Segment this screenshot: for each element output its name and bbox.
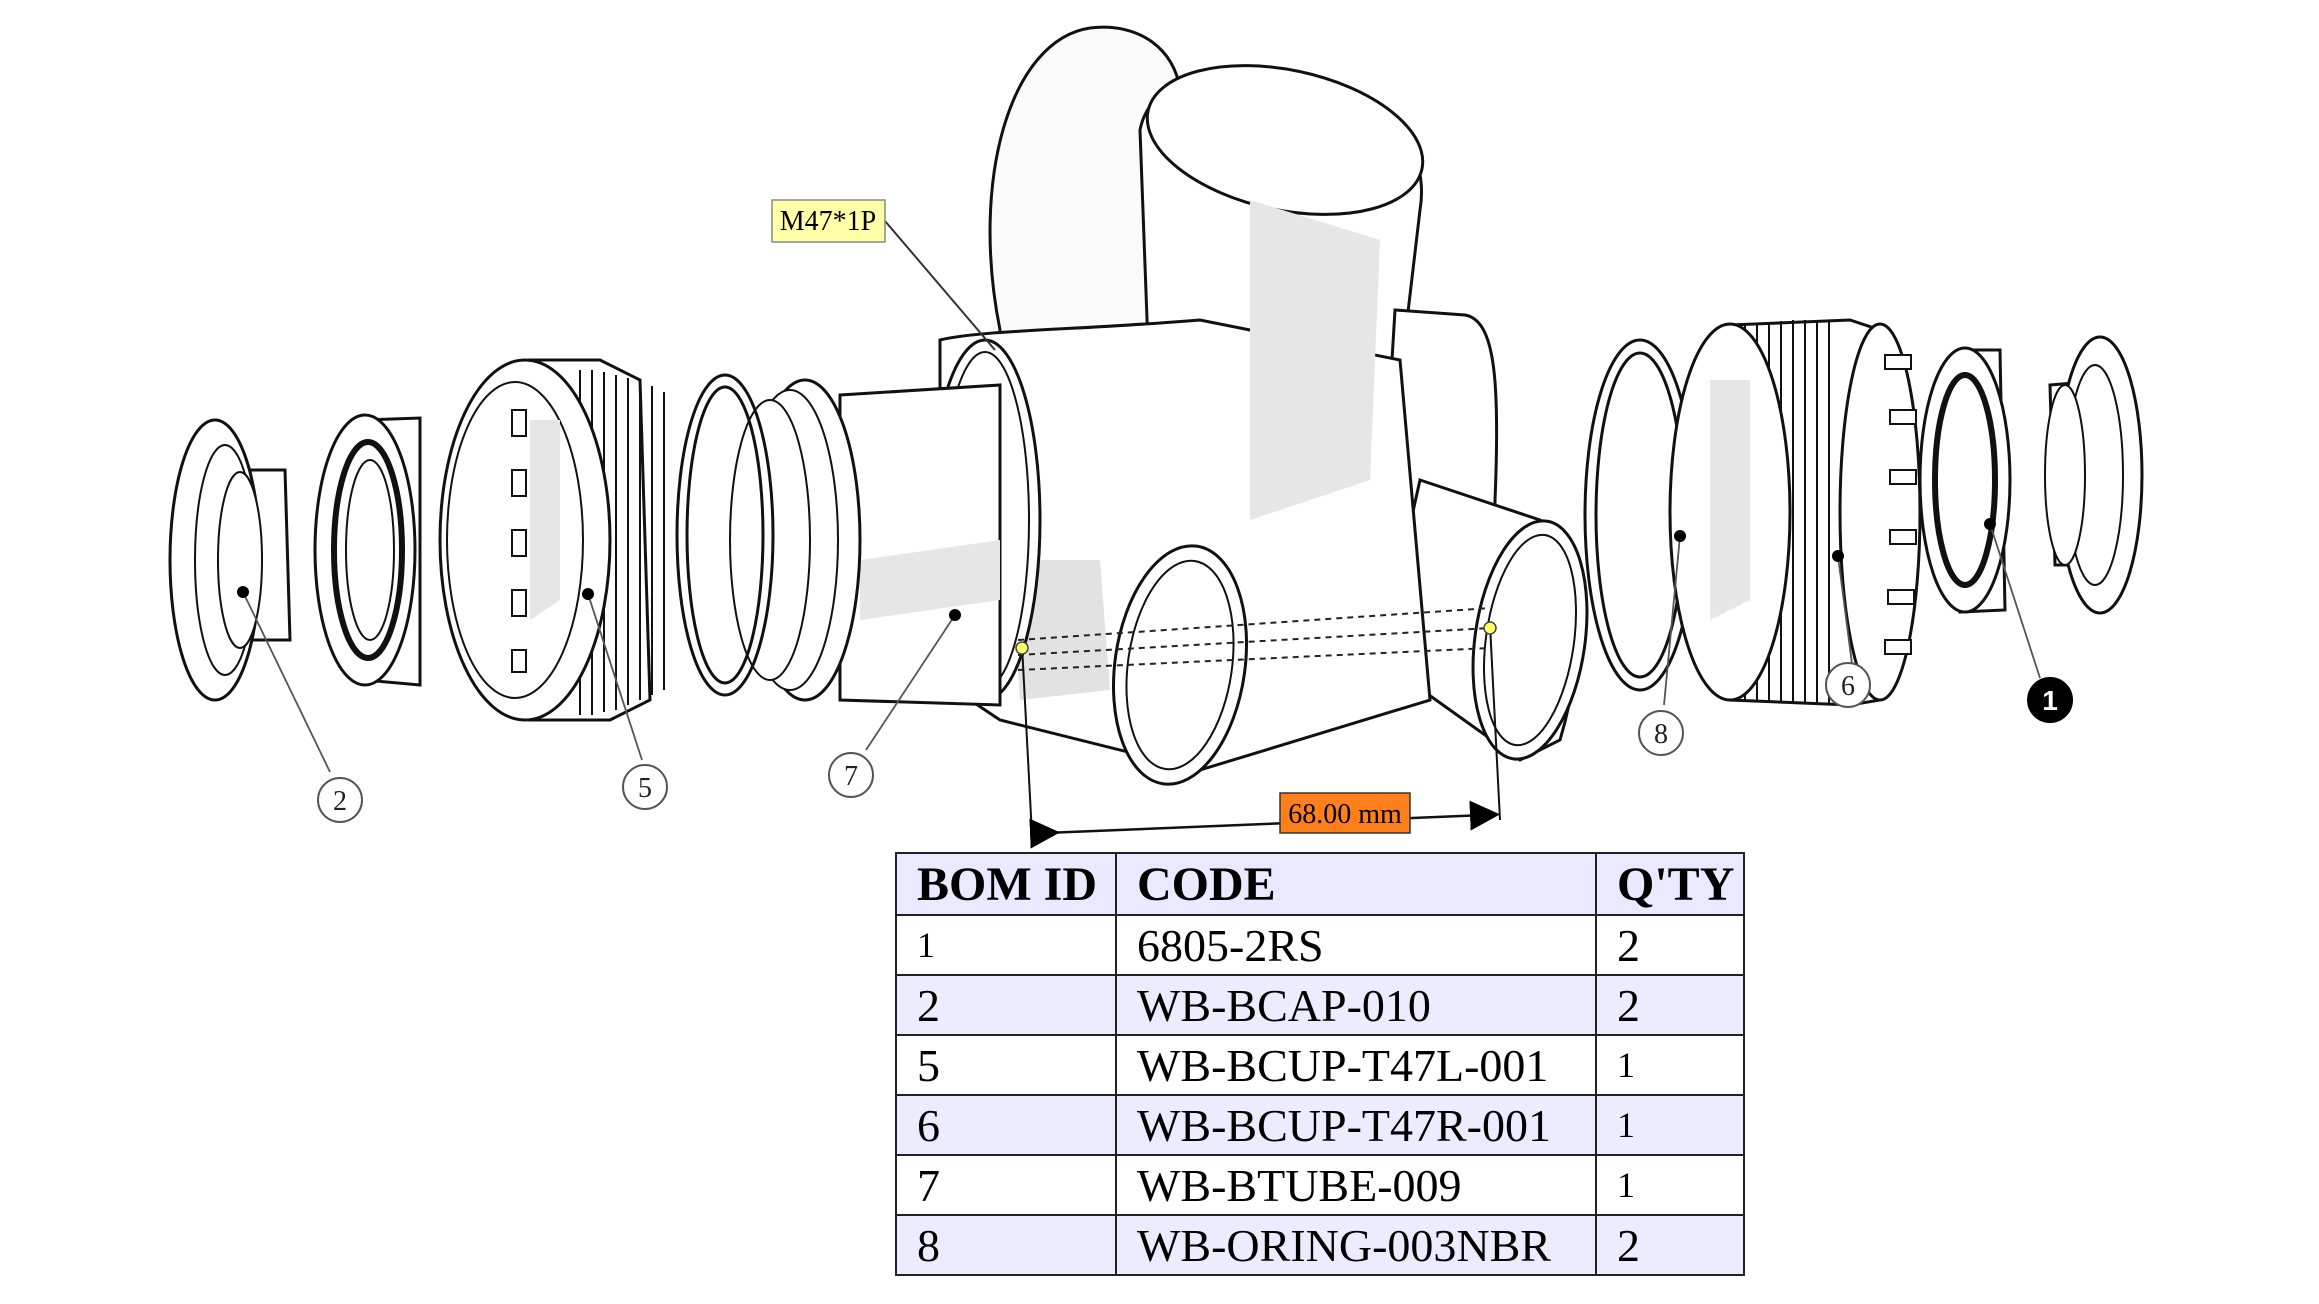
table-row: 6 WB-BCUP-T47R-001 1: [895, 1094, 1745, 1156]
bom-cell-qty: 1: [1595, 1154, 1745, 1216]
callout-7: 7: [828, 752, 874, 798]
dimension-point-left: [1015, 641, 1029, 655]
bom-header-qty: Q'TY: [1595, 852, 1745, 916]
bom-cell-id: 2: [895, 974, 1117, 1036]
bom-cell-code: WB-ORING-003NBR: [1115, 1214, 1597, 1276]
bom-cell-code: 6805-2RS: [1115, 914, 1597, 976]
callout-1: 1: [2027, 677, 2073, 723]
svg-text:2: 2: [333, 786, 347, 817]
bearing-left-part-1: [313, 413, 422, 687]
bom-table: BOM ID CODE Q'TY 1 6805-2RS 2 2 WB-BCAP-…: [895, 852, 1745, 1276]
bb-cup-left-part-5: [438, 358, 665, 722]
bom-cell-id: 6: [895, 1094, 1117, 1156]
bom-cell-id: 1: [895, 914, 1117, 976]
callout-leaders: [242, 523, 2041, 773]
dimension-label: 68.00 mm: [1288, 799, 1402, 830]
table-row: 5 WB-BCUP-T47L-001 1: [895, 1034, 1745, 1096]
bom-cell-id: 5: [895, 1034, 1117, 1096]
bom-header-code: CODE: [1115, 852, 1597, 916]
bom-cell-qty: 1: [1595, 1094, 1745, 1156]
bom-cell-qty: 2: [1595, 974, 1745, 1036]
dimension-point-right: [1483, 621, 1497, 635]
bom-cell-qty: 1: [1595, 1034, 1745, 1096]
svg-text:1: 1: [2042, 685, 2058, 716]
callout-anchor-dots: [237, 518, 1996, 621]
table-row: 7 WB-BTUBE-009 1: [895, 1154, 1745, 1216]
bom-cell-code: WB-BCUP-T47L-001: [1115, 1034, 1597, 1096]
callout-2: 2: [317, 777, 363, 823]
bb-cap-right-part-2: [2044, 335, 2144, 615]
bom-header-id: BOM ID: [895, 852, 1117, 916]
bearing-right-part-1: [1918, 346, 2012, 614]
o-ring-left: [675, 373, 775, 697]
bb-tube-part-7: [729, 378, 1002, 707]
bom-cell-qty: 2: [1595, 1214, 1745, 1276]
bom-cell-id: 7: [895, 1154, 1117, 1216]
thread-leader-line: [884, 220, 996, 351]
bom-header-row: BOM ID CODE Q'TY: [895, 852, 1745, 916]
thread-label-box: [771, 199, 886, 243]
bom-cell-code: WB-BCUP-T47R-001: [1115, 1094, 1597, 1156]
bom-cell-code: WB-BCAP-010: [1115, 974, 1597, 1036]
svg-text:5: 5: [638, 773, 652, 804]
callout-8: 8: [1638, 710, 1684, 756]
table-row: 1 6805-2RS 2: [895, 914, 1745, 976]
dimension-label-box: [1279, 792, 1411, 834]
dimension-axis: [1017, 607, 1491, 671]
bb-cap-left-part-2: [168, 418, 292, 702]
svg-text:7: 7: [844, 761, 858, 792]
table-row: 8 WB-ORING-003NBR 2: [895, 1214, 1745, 1276]
bom-cell-qty: 2: [1595, 914, 1745, 976]
table-row: 2 WB-BCAP-010 2: [895, 974, 1745, 1036]
bom-cell-code: WB-BTUBE-009: [1115, 1154, 1597, 1216]
callout-5: 5: [622, 764, 668, 810]
bb-cup-right-part-6: [1668, 318, 1922, 707]
svg-text:8: 8: [1654, 719, 1668, 750]
bom-cell-id: 8: [895, 1214, 1117, 1276]
callout-6: 6: [1825, 662, 1871, 708]
svg-text:6: 6: [1841, 671, 1855, 702]
dimension-line: [1029, 800, 1500, 849]
bb-shell-frame: [928, 25, 1589, 786]
thread-label: M47*1P: [780, 206, 876, 237]
